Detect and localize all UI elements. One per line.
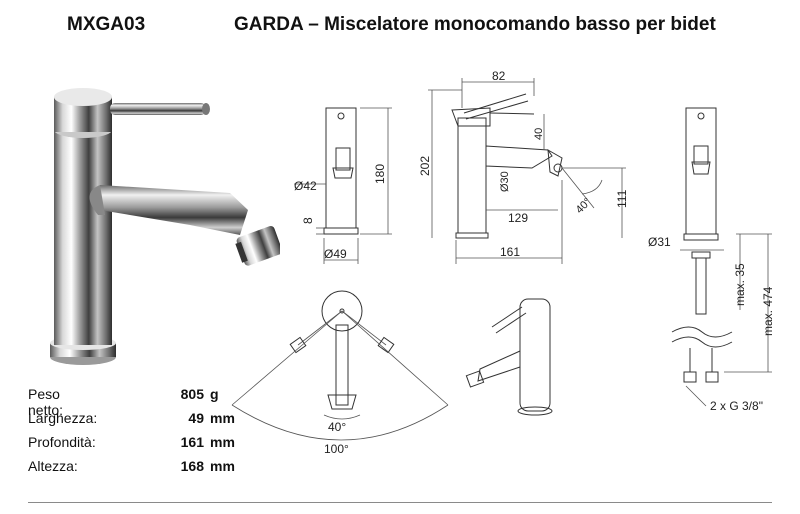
dim-lever-length: 82 [492,69,506,83]
side-view-drawing: 82 202 40 Ø30 129 111 40° 161 [418,69,629,264]
dim-rotation-angle: 100° [324,442,349,455]
spec-value: 161 [180,434,204,450]
dim-spout-reach: 129 [508,211,528,225]
spec-label: Peso netto: [28,386,64,418]
footer-divider [28,502,772,503]
spec-label: Altezza: [28,458,78,474]
dim-height: 180 [373,164,387,184]
spec-label: Profondità: [28,434,96,450]
dim-hole-diameter: Ø31 [648,235,671,249]
spec-value: 168 [180,458,204,474]
dim-lever-angle: 40° [328,420,346,434]
front-view-drawing: 180 Ø42 8 Ø49 [294,107,392,264]
spec-value: 49 [188,410,204,426]
product-code: MXGA03 [67,14,146,35]
spec-unit: g [210,386,219,402]
perspective-drawing [465,298,553,416]
connection-label: 2 x G 3/8" [710,399,763,413]
dim-max-thickness: max. 35 [733,263,747,306]
dim-tilt-angle: 40° [574,196,594,216]
dim-body-diameter: Ø42 [294,179,317,193]
dim-total-height: 202 [418,156,432,176]
dim-base-height: 8 [301,217,315,224]
back-view-drawing: Ø31 max. 35 max. 474 2 x G 3/8" [648,107,775,413]
dim-lever-height: 40 [533,128,545,140]
dim-spout-height: 111 [615,189,629,208]
spec-unit: mm [210,410,235,426]
spec-value: 805 [180,386,204,402]
dim-spout-diameter: Ø30 [499,171,511,192]
spec-unit: mm [210,458,235,474]
product-photo [50,88,280,365]
spec-label: Larghezza: [28,410,98,426]
spec-unit: mm [210,434,235,450]
dim-depth: 161 [500,245,520,259]
dim-base-diameter: Ø49 [324,247,347,261]
product-title: GARDA – Miscelatore monocomando basso pe… [234,14,716,35]
dim-max-length: max. 474 [761,286,775,336]
top-view-drawing: 40° 100° [231,290,449,455]
